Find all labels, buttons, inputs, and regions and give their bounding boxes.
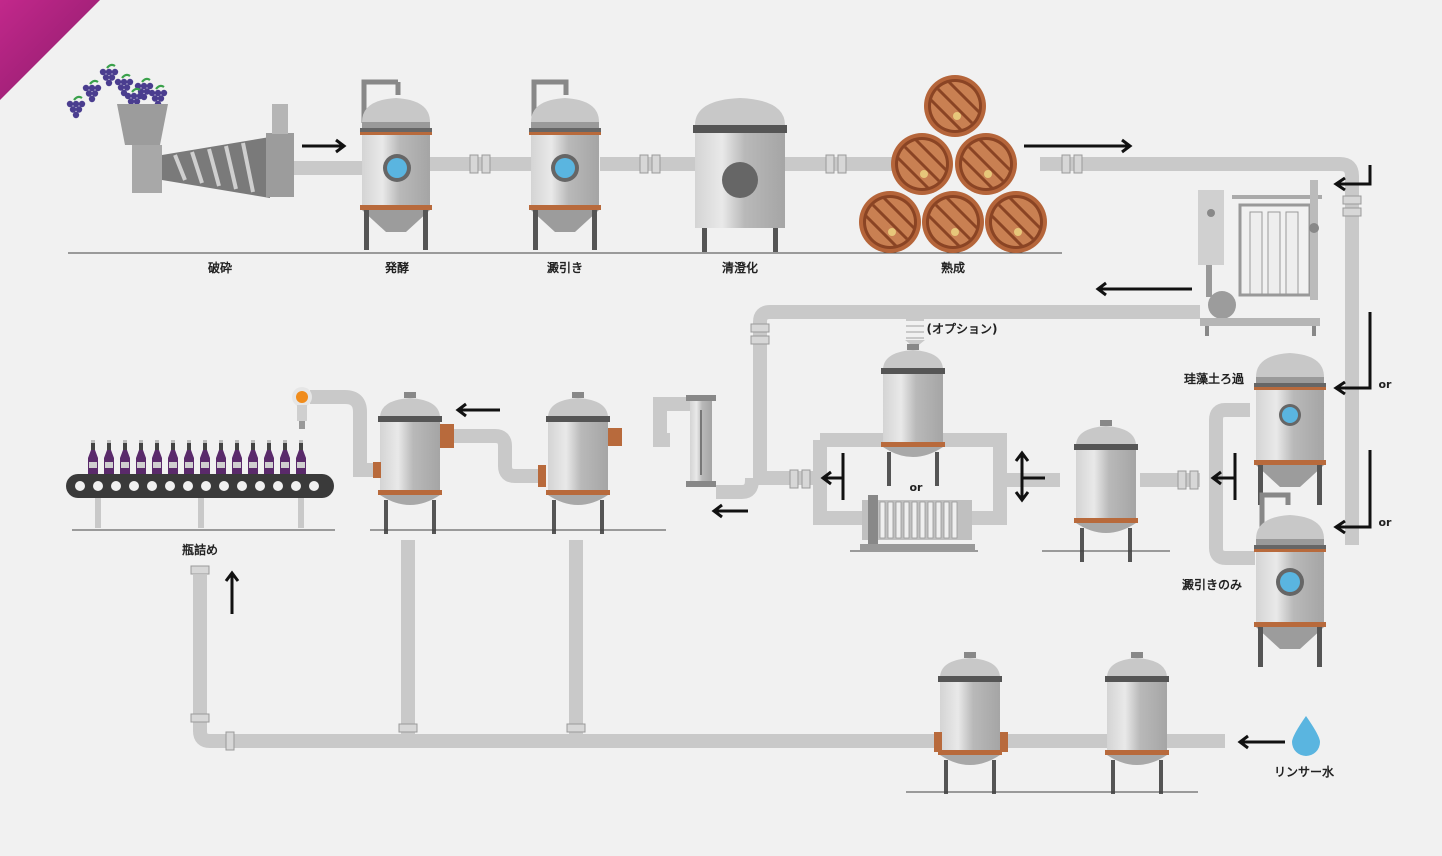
stage-label-crushing: 破砕 [208, 260, 232, 275]
bottling-line-icon [66, 387, 334, 528]
or-label-2: or [1379, 516, 1393, 529]
transfer-tank-icon [538, 392, 622, 534]
rinse-tank-icon [934, 652, 1008, 794]
stage-label-fermentation: 発酵 [384, 260, 409, 275]
bottle-icon [88, 440, 306, 474]
or-label-1: or [1379, 378, 1393, 391]
inline-filter-housing-icon [686, 395, 716, 487]
racking-only-tank-icon [1254, 492, 1326, 667]
diatomaceous-filter-tank-icon [1254, 353, 1326, 505]
label-diatomaceous-filtration: 珪藻土ろ過 [1184, 371, 1245, 386]
racking-tank-icon [529, 79, 601, 250]
label-rinse-water: リンサー水 [1274, 764, 1335, 779]
water-drop-icon [1292, 716, 1320, 756]
plate-filter-press-icon [860, 495, 975, 550]
stage-label-bottling: 瓶詰め [182, 542, 218, 557]
pre-bottling-tank-icon [373, 392, 454, 534]
holding-tank-icon [1074, 420, 1138, 562]
rinse-water-tank-icon [1105, 652, 1169, 794]
stage-label-clarification: 清澄化 [722, 260, 758, 275]
fermentation-tank-icon [360, 79, 432, 250]
optional-filter-tank-icon [881, 319, 945, 486]
or-label-3: or [910, 481, 924, 494]
pipe-couplings [190, 154, 1362, 751]
stage-label-racking: 澱引き [547, 260, 583, 275]
clarification-tank-icon [693, 98, 787, 252]
cartridge-filter-machine-icon [1198, 180, 1322, 336]
branch-arrow-icon [1333, 165, 1372, 535]
pipes [193, 157, 1359, 748]
corner-accent [0, 0, 100, 100]
arrow-icon [224, 138, 1285, 750]
stage-label-aging: 熟成 [941, 260, 965, 275]
label-option: (オプション) [927, 321, 998, 336]
crusher-icon [117, 104, 294, 198]
label-racking-only: 澱引きのみ [1182, 577, 1242, 592]
